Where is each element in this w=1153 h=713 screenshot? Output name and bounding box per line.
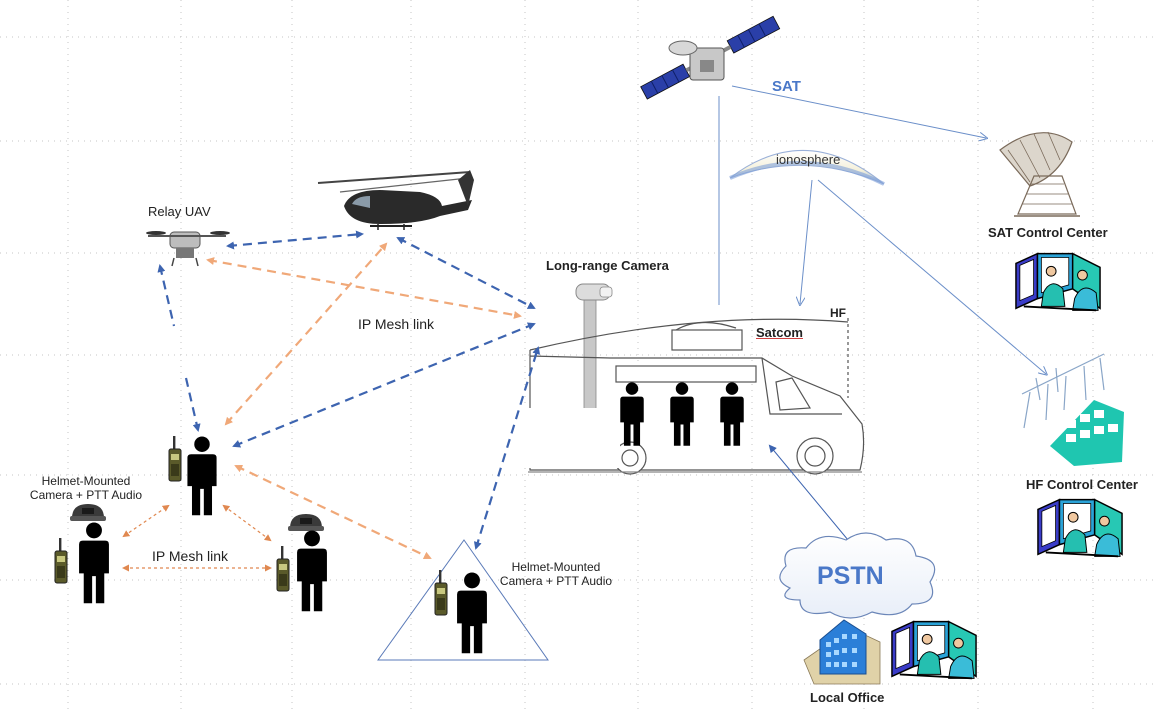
helmet-camera-left-line2: Camera + PTT Audio <box>29 488 143 502</box>
hf-control-center-label: HF Control Center <box>1026 477 1138 492</box>
long-range-camera-icon <box>575 283 613 415</box>
satellite-icon <box>640 15 781 100</box>
local-office-building-icon <box>803 619 881 685</box>
van-cutout <box>520 408 620 468</box>
helmet-camera-right-label: Helmet-Mounted Camera + PTT Audio <box>498 560 614 588</box>
pstn-cloud-icon <box>779 532 936 619</box>
hf-console-icon <box>1036 498 1124 558</box>
helmet-camera-right-line2: Camera + PTT Audio <box>499 574 613 588</box>
sat-control-center-label: SAT Control Center <box>988 225 1108 240</box>
relay-uav-icon <box>146 231 230 267</box>
local-office-label: Local Office <box>810 690 885 705</box>
mesh-links-orange <box>206 242 522 560</box>
sat-links <box>718 85 1046 374</box>
hf-building-icon <box>1050 400 1124 466</box>
ionosphere-label: ionosphere <box>776 152 841 167</box>
mesh-links-blue <box>157 230 541 550</box>
local-office-console-icon <box>890 620 978 680</box>
satcom-label: Satcom <box>756 325 803 340</box>
field-unit-left <box>54 504 109 604</box>
hf-label: HF <box>830 306 846 320</box>
helmet-camera-left-label: Helmet-Mounted Camera + PTT Audio <box>28 474 144 502</box>
van-crew <box>620 382 744 446</box>
helmet-camera-left-line1: Helmet-Mounted <box>41 474 131 488</box>
field-unit-center <box>168 436 217 516</box>
relay-uav-label: Relay UAV <box>148 204 211 219</box>
ip-mesh-link-top-label: IP Mesh link <box>358 316 434 332</box>
mesh-links-small <box>122 504 272 572</box>
ip-mesh-link-bottom-label: IP Mesh link <box>152 548 228 564</box>
helicopter-icon <box>317 170 474 230</box>
sat-console-icon <box>1014 252 1102 312</box>
satellite-dish-icon <box>999 131 1080 217</box>
helmet-camera-right-line1: Helmet-Mounted <box>511 560 601 574</box>
long-range-camera-label: Long-range Camera <box>546 258 669 273</box>
pstn-label: PSTN <box>817 562 884 590</box>
sat-label: SAT <box>772 78 801 95</box>
pstn-link <box>768 444 860 554</box>
field-unit-right <box>276 514 327 612</box>
ionosphere-arc <box>729 150 885 186</box>
hf-antenna-icon <box>1021 353 1105 429</box>
field-unit-triangle <box>377 539 549 661</box>
